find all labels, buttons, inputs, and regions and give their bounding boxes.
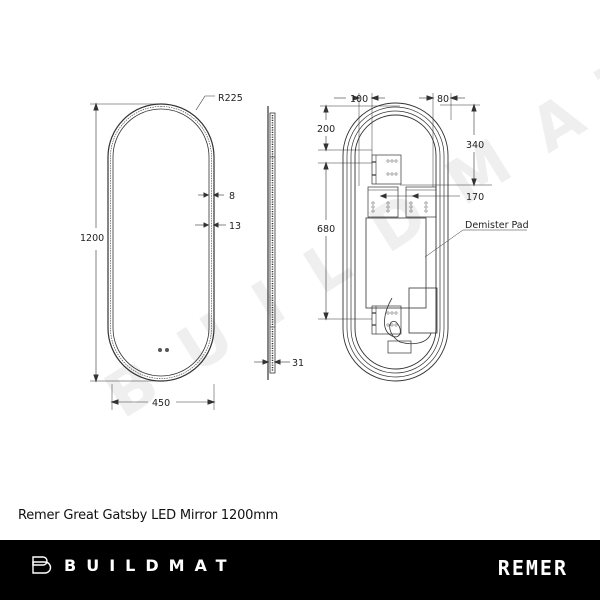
buildmat-brand: BUILDMAT xyxy=(30,554,237,576)
width-label: 450 xyxy=(152,398,170,409)
radius-label: R225 xyxy=(218,93,243,104)
bracket-screw-holes xyxy=(371,159,428,327)
rear-view xyxy=(318,93,527,382)
dim-top-right: 340 xyxy=(466,140,484,151)
dim-clip-width: 170 xyxy=(466,192,484,203)
remer-logo: REMER xyxy=(497,556,568,580)
buildmat-wordmark: BUILDMAT xyxy=(64,555,237,575)
technical-drawing: BUILDMAT R225 1200 45 xyxy=(80,19,600,432)
footer-bar: BUILDMAT REMER xyxy=(0,540,600,600)
front-view xyxy=(90,95,226,410)
depth-label: 31 xyxy=(292,358,304,369)
side-view xyxy=(254,106,290,380)
height-label: 1200 xyxy=(80,233,104,244)
dim-top-bracket: 200 xyxy=(317,124,335,135)
buildmat-logo-icon xyxy=(32,556,52,574)
frame-outer-label: 8 xyxy=(229,191,235,202)
product-title: Remer Great Gatsby LED Mirror 1200mm xyxy=(18,508,279,523)
touch-sensor-icon xyxy=(158,348,162,352)
frame-inner-label: 13 xyxy=(229,221,241,232)
dim-bracket-spacing: 680 xyxy=(317,224,335,235)
demister-pad-label: Demister Pad xyxy=(465,220,529,231)
dim-left-offset: 100 xyxy=(350,94,368,105)
dim-right-offset: 80 xyxy=(437,94,449,105)
